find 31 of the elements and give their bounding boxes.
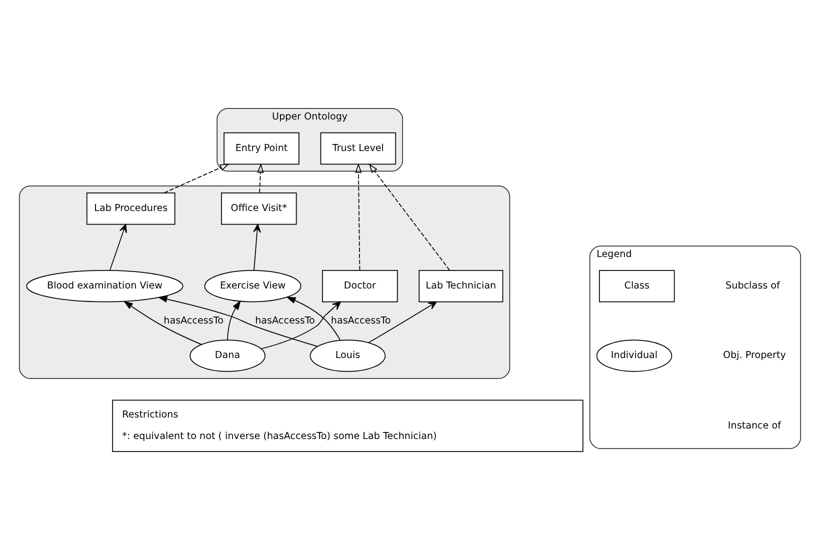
node-box: Lab Procedures: [86, 192, 176, 224]
node-box: Class: [599, 270, 675, 302]
node-box: Trust Level: [320, 132, 396, 164]
arrow: [368, 162, 450, 270]
node-box: Restrictions *: equivalent to not ( inverse (hasAccessTo) some Lab Technician): [112, 399, 584, 452]
arrow: [164, 163, 230, 193]
node-box: Doctor: [322, 270, 398, 302]
node-ellipse: Exercise View: [204, 270, 302, 302]
node-box: Office Visit*: [221, 192, 297, 224]
legend-label: Subclass of: [726, 280, 780, 292]
arrow: [253, 223, 261, 270]
arrow: [226, 300, 241, 340]
node-ellipse: Individual: [596, 339, 672, 372]
edge-label: hasAccessTo: [164, 314, 224, 326]
cluster: [18, 185, 510, 378]
node-ellipse: Dana: [190, 339, 266, 372]
arrow: [123, 300, 202, 344]
arrow: [286, 296, 341, 340]
legend-label: Obj. Property: [723, 350, 786, 361]
arrow: [368, 301, 437, 343]
node-ellipse: Louis: [310, 339, 386, 372]
node-box: Lab Technician: [418, 270, 504, 302]
arrow: [355, 162, 362, 270]
edge-label: hasAccessTo: [330, 314, 391, 326]
legend-label: Instance of: [728, 420, 781, 431]
arrow: [158, 295, 318, 346]
node-box: Entry Point: [224, 132, 300, 164]
arrow: [257, 162, 264, 193]
arrow: [109, 223, 127, 270]
edge-label: hasAccessTo: [255, 314, 315, 326]
arrow: [260, 300, 341, 349]
